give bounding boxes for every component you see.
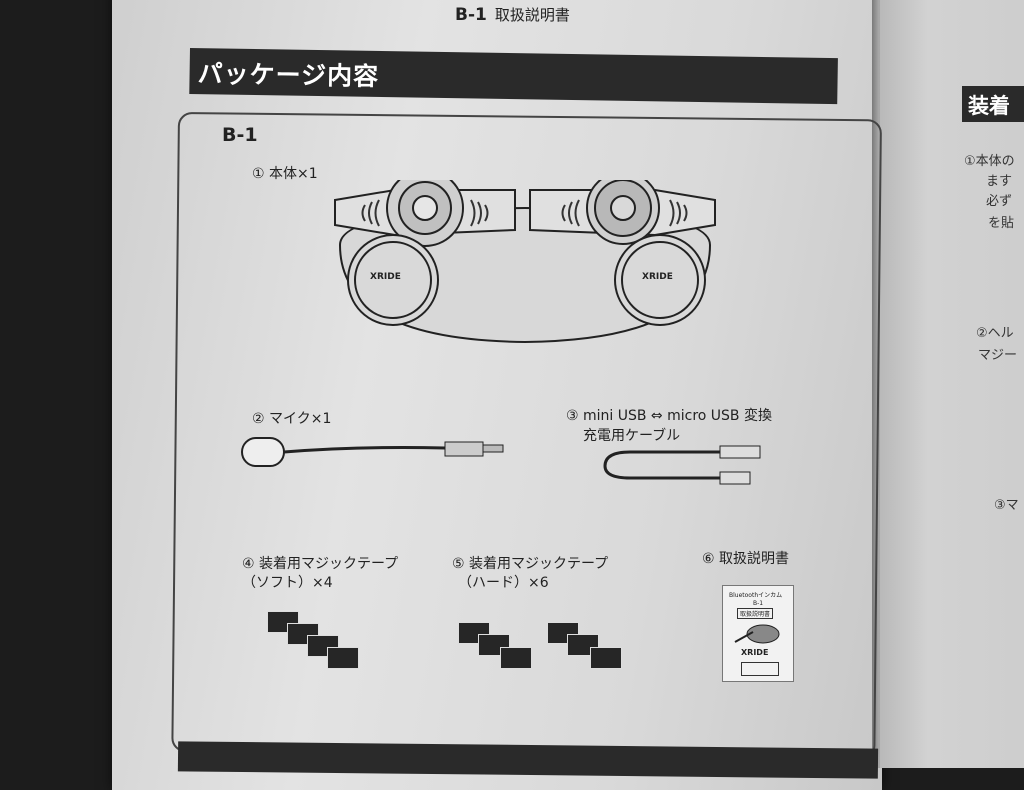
hard-tape [500, 647, 532, 669]
usb-cable-illustration [603, 445, 761, 485]
manual-thumbnail: Bluetoothインカム B-1 取扱説明書 XRIDE [722, 585, 794, 682]
next-line-2: ます [986, 174, 1013, 189]
manual-thumb-device [734, 624, 780, 644]
next-line-3: 必ず [986, 194, 1013, 209]
item-3-label-line2: 充電用ケーブル [583, 428, 681, 444]
next-section-title: 装着 [968, 94, 1010, 118]
microphone-illustration [241, 437, 504, 467]
manual-thumb-brand: XRIDE [741, 648, 769, 657]
main-unit-illustration [334, 180, 716, 344]
brand-left: XRIDE [370, 272, 401, 282]
box-model-label: B-1 [222, 124, 258, 146]
item-4-label-line1: ④ 装着用マジックテープ [242, 556, 399, 572]
running-head: B-1 取扱説明書 [455, 4, 570, 25]
next-section-banner: 装着 [962, 86, 1024, 122]
hard-tape [590, 647, 622, 669]
item-5-label-line2: （ハード）×6 [458, 575, 549, 591]
item-4-label-line2: （ソフト）×4 [242, 575, 333, 591]
item-5-label-line1: ⑤ 装着用マジックテープ [452, 556, 609, 572]
next-line-4: を貼 [988, 216, 1015, 231]
item-6-label: ⑥ 取扱説明書 [702, 551, 790, 567]
item-1-label: ① 本体×1 [252, 166, 318, 182]
header-model: B-1 [455, 5, 487, 25]
manual-thumb-model: B-1 [753, 600, 764, 607]
manual-thumb-box [741, 662, 779, 676]
next-line-1: ①本体の [964, 154, 1015, 169]
manual-page-right [880, 0, 1024, 768]
section-title: パッケージ内容 [197, 59, 380, 91]
next-line-5: ②ヘル [976, 326, 1014, 341]
soft-tape [327, 647, 359, 669]
item-2-label: ② マイク×1 [252, 411, 332, 427]
brand-right: XRIDE [642, 272, 673, 282]
manual-thumb-title: 取扱説明書 [737, 608, 774, 619]
next-line-7: ③マ [994, 498, 1019, 513]
header-title: 取扱説明書 [494, 6, 570, 24]
item-3-label-line1: ③ mini USB ⇔ micro USB 変換 [566, 408, 772, 424]
manual-thumb-top: Bluetoothインカム [729, 592, 783, 599]
next-line-6: マジー [978, 348, 1018, 363]
